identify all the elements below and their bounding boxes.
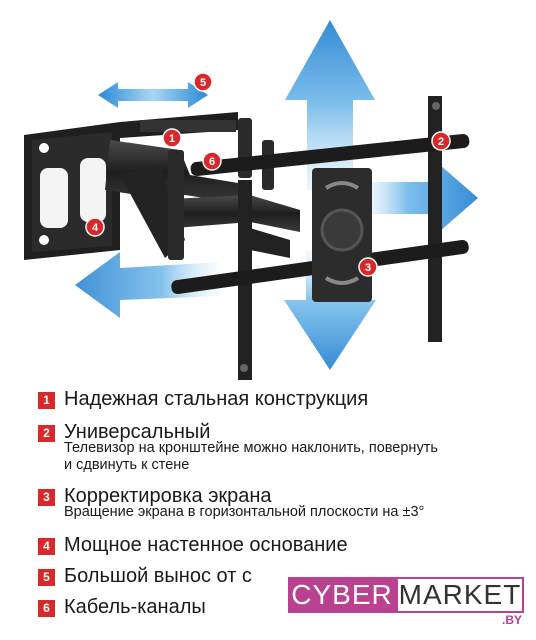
callout-6: 6 <box>202 151 222 171</box>
callout-4: 4 <box>85 217 105 237</box>
svg-text:1: 1 <box>169 133 175 145</box>
svg-text:6: 6 <box>209 156 215 168</box>
feature-title: Большой вынос от с <box>64 565 252 587</box>
svg-text:2: 2 <box>438 136 444 148</box>
feature-number-badge: 1 <box>38 392 55 409</box>
feature-title: Универсальный <box>64 421 211 443</box>
swivel-arrow-left <box>75 252 220 318</box>
feature-number-badge: 5 <box>38 569 55 586</box>
feature-title: Корректировка экрана <box>64 485 272 507</box>
callout-1: 1 <box>162 128 182 148</box>
feature-number-badge: 3 <box>38 489 55 506</box>
feature-title: Кабель-каналы <box>64 596 206 618</box>
tv-mounting-frame <box>171 96 470 380</box>
feature-title: Мощное настенное основание <box>64 534 348 556</box>
feature-description-line: и сдвинуть к стене <box>64 457 190 473</box>
feature-description-line: Телевизор на кронштейне можно наклонить,… <box>64 440 438 456</box>
svg-text:5: 5 <box>200 77 206 89</box>
product-illustration: 1 2 3 4 5 6 <box>24 20 478 380</box>
feature-description: Вращение экрана в горизонтальной плоскос… <box>64 504 425 520</box>
logo-cyber-text: CYBER <box>288 577 396 613</box>
articulating-arms <box>105 118 300 260</box>
feature-number-badge: 2 <box>38 425 55 442</box>
svg-text:3: 3 <box>365 262 371 274</box>
logo-domain-text: .BY <box>501 613 522 627</box>
logo-market-text: MARKET <box>396 577 524 613</box>
extension-double-arrow <box>98 82 208 108</box>
cybermarket-logo: CYBER MARKET .BY <box>288 577 528 627</box>
callout-3: 3 <box>358 257 378 277</box>
feature-number-badge: 4 <box>38 538 55 555</box>
swivel-arrow-right <box>360 165 478 231</box>
feature-number-badge: 6 <box>38 600 55 617</box>
callout-2: 2 <box>431 131 451 151</box>
feature-title: Надежная стальная конструкция <box>64 388 369 410</box>
callout-5: 5 <box>193 72 213 92</box>
svg-text:4: 4 <box>92 222 99 234</box>
